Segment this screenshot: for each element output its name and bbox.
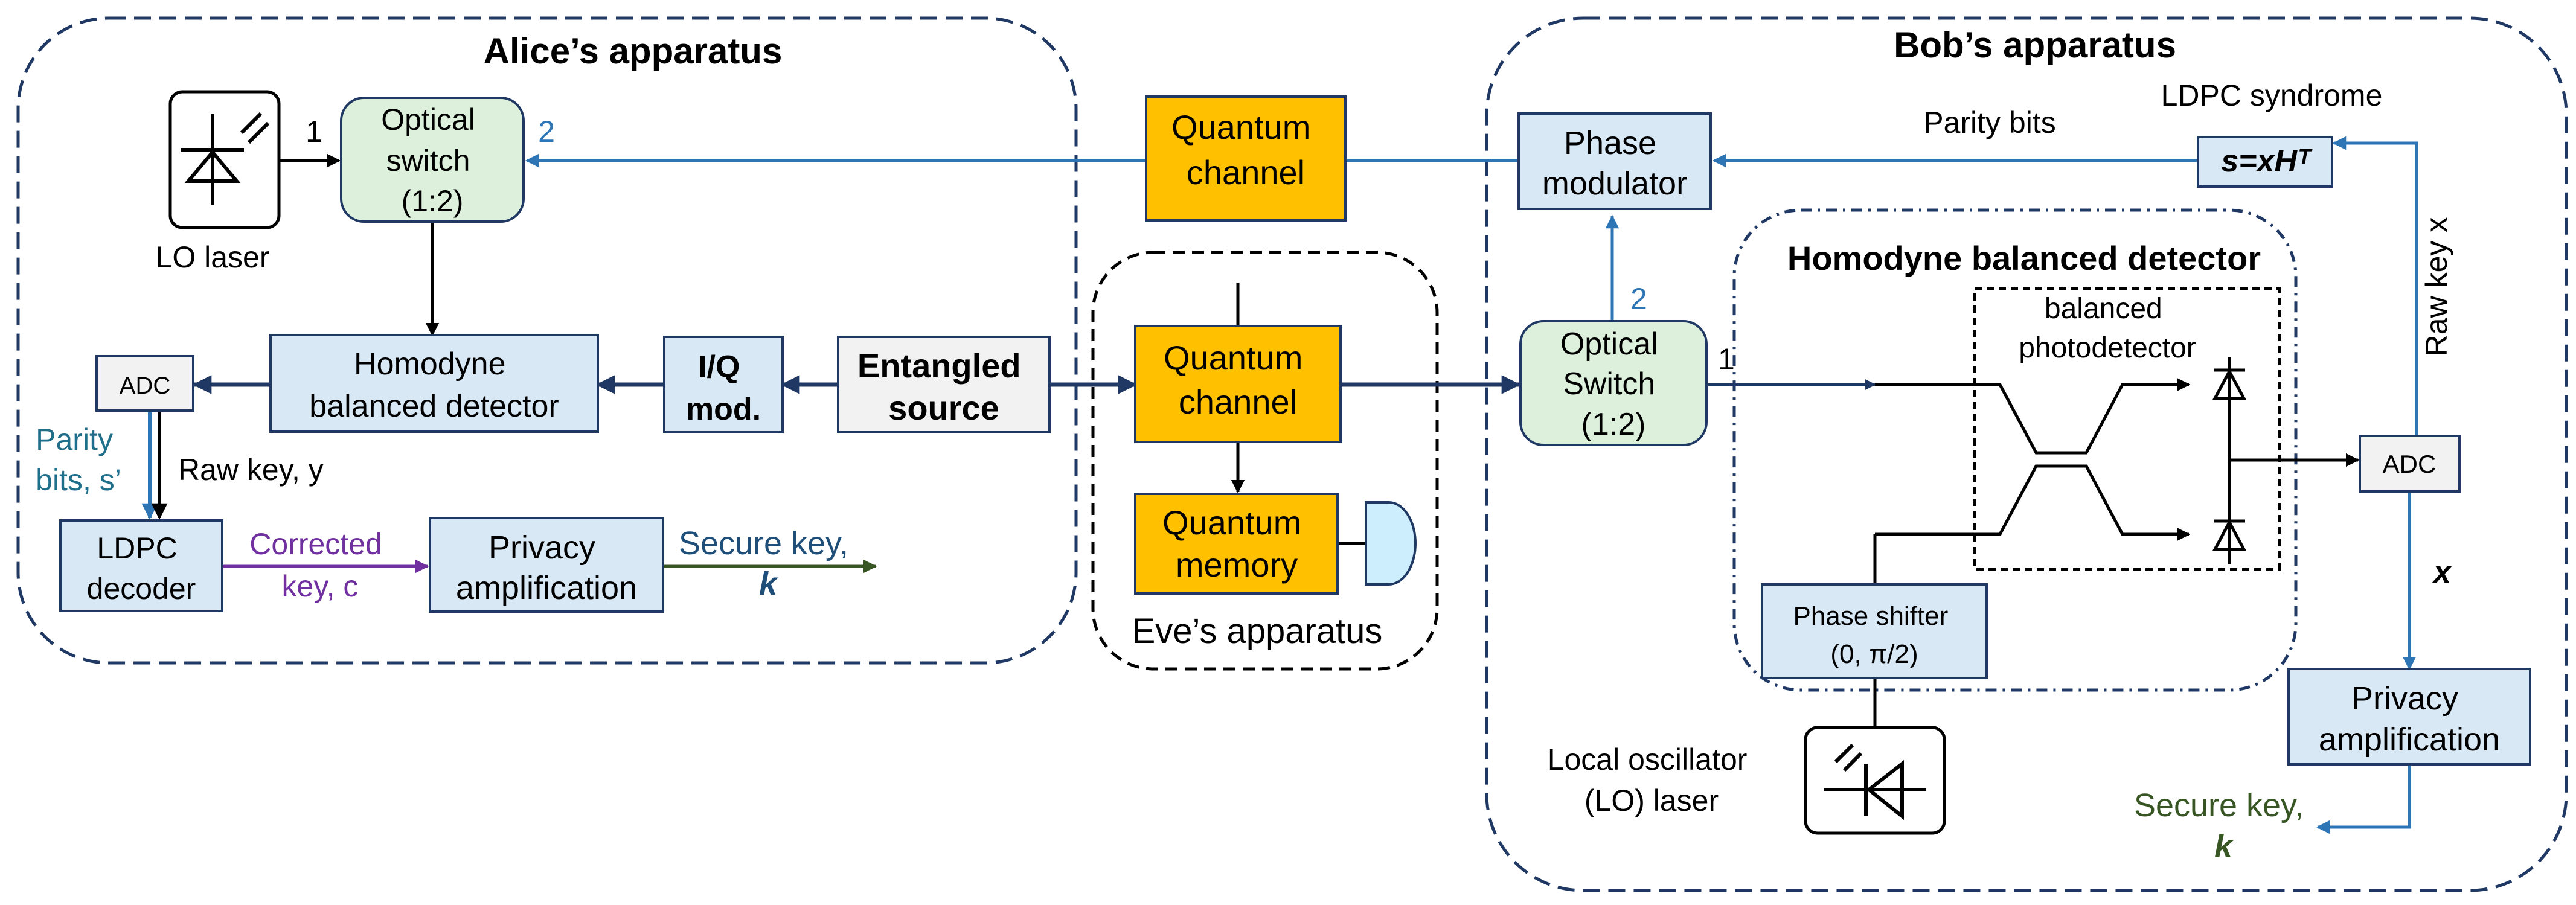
entangled-source-box <box>837 336 1051 433</box>
bob-switch-port1-label: 1 <box>1718 342 1735 376</box>
bob-switch-port2-label: 2 <box>1630 282 1647 316</box>
bob-lo-laser-label: Local oscillator (LO) laser <box>1548 743 1756 817</box>
phase-modulator-box <box>1517 112 1712 210</box>
alice-privacy-amplification-label: Privacy amplification <box>456 529 637 606</box>
quantum-channel-top-box <box>1145 95 1347 222</box>
alice-apparatus-frame <box>16 16 1078 665</box>
entangled-source-label: Entangled source <box>857 347 1030 427</box>
alice-iq-mod-label: I/Q mod. <box>686 350 761 427</box>
upper-photodiode-icon <box>2212 368 2247 400</box>
syndrome-formula-label: s=xHᵀ <box>2221 144 2313 179</box>
alice-switch-port1-label: 1 <box>306 115 322 149</box>
syndrome-box <box>2197 136 2333 188</box>
bob-optical-switch-label: Optical Switch (1:2) <box>1560 327 1667 442</box>
quantum-channel-top-label: Quantum channel <box>1171 108 1320 191</box>
bob-privacy-to-key-line <box>2316 762 2411 834</box>
eve-quantum-channel-label: Quantum channel <box>1164 339 1312 421</box>
phase-shifter-box <box>1761 583 1988 679</box>
alice-adc-label: ADC <box>120 373 170 399</box>
coupler-upper-path <box>1875 383 2186 455</box>
ldpc-syndrome-label: LDPC syndrome <box>2161 78 2383 112</box>
eve-detector-icon <box>1365 501 1417 586</box>
alice-apparatus-title: Alice’s apparatus <box>484 31 783 71</box>
alice-lo-laser-icon <box>181 112 270 205</box>
phase-shifter-label: Phase shifter (0, π/2) <box>1793 601 1955 669</box>
bob-parity-bits-label: Parity bits <box>1923 106 2056 139</box>
alice-optical-switch-box <box>340 97 525 223</box>
bob-lo-laser-box <box>1804 726 1946 835</box>
phase-modulator-label: Phase modulator <box>1542 125 1687 202</box>
coupler-lower-path <box>1875 464 2186 536</box>
balanced-photodetector-frame <box>1973 287 2281 571</box>
eve-apparatus-frame <box>1091 251 1439 671</box>
alice-iq-mod-box <box>663 336 784 433</box>
alice-switch-port2-label: 2 <box>538 115 555 149</box>
bob-apparatus-title: Bob’s apparatus <box>1894 25 2176 65</box>
bob-privacy-amplification-box <box>2287 668 2531 766</box>
bob-privacy-amplification-label: Privacy amplification <box>2319 680 2500 758</box>
eve-quantum-channel-box <box>1134 325 1342 443</box>
alice-privacy-amplification-box <box>429 517 664 613</box>
eve-quantum-memory-label: Quantum memory <box>1162 504 1311 584</box>
homodyne-detector-title: Homodyne balanced detector <box>1787 239 2261 277</box>
bob-apparatus-frame <box>1485 16 2568 892</box>
alice-adc-box <box>95 355 194 412</box>
alice-homodyne-box <box>269 334 599 433</box>
bob-adc-label: ADC <box>2383 450 2437 478</box>
bob-lo-laser-icon <box>1824 743 1926 820</box>
bob-raw-key-label: Raw key x <box>2420 217 2453 357</box>
bob-secure-key-label: Secure key, k <box>2134 787 2313 865</box>
alice-parity-bits-label: Parity bits, s’ <box>36 423 121 497</box>
alice-optical-switch-label: Optical switch (1:2) <box>381 103 484 218</box>
bob-optical-switch-box <box>1519 320 1708 446</box>
homodyne-detector-frame <box>1732 208 2298 692</box>
adc-to-syndrome-line <box>2332 136 2418 436</box>
alice-lo-laser-label: LO laser <box>156 240 270 274</box>
alice-homodyne-label: Homodyne balanced detector <box>309 347 559 424</box>
corrected-key-label: Corrected key, c <box>249 527 390 603</box>
bob-adc-box <box>2359 435 2461 493</box>
bob-x-label: x <box>2432 555 2452 590</box>
eve-quantum-memory-box <box>1134 493 1339 595</box>
eve-apparatus-title: Eve’s apparatus <box>1132 612 1383 651</box>
alice-secure-key-label: Secure key, k <box>679 525 857 602</box>
balanced-photodetector-label: balanced photodetector <box>2019 293 2196 364</box>
ldpc-decoder-label: LDPC decoder <box>87 531 196 606</box>
ldpc-decoder-box <box>59 519 223 612</box>
alice-lo-laser-box <box>168 90 281 229</box>
alice-raw-key-label: Raw key, y <box>178 453 324 487</box>
lower-photodiode-icon <box>2212 519 2247 551</box>
